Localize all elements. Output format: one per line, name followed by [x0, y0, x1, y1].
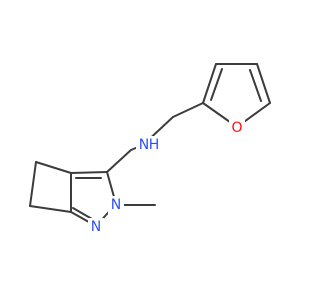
- amine-hydrogen-label-background: [148, 136, 160, 154]
- oxygen-atom-label: O: [231, 120, 242, 136]
- oxygen-label-background: [229, 119, 245, 137]
- cyclopentane-bond: [29, 205, 72, 213]
- pyrazole-n1-label-background: [88, 218, 104, 236]
- amine-hydrogen-label: H: [149, 137, 160, 153]
- atom-labels: O N H N N: [88, 119, 245, 236]
- molecule-structure: O N H N N: [29, 63, 271, 236]
- furan-double-bond: [210, 68, 223, 101]
- amine-nitrogen-label: N: [139, 137, 149, 153]
- ch2-pyrazole-bond: [106, 149, 132, 173]
- furan-double-bond: [249, 69, 262, 102]
- pyrazole-n1-c-double-bond-inner: [72, 207, 93, 220]
- furan-bond: [202, 63, 217, 104]
- pyrazole-n2-label: N: [111, 197, 121, 213]
- pyrazole-n1-label: N: [91, 219, 101, 235]
- furan-ch2-bond: [172, 102, 204, 118]
- pyrazole-double-bond-outer: [70, 171, 108, 174]
- cyclopentane-bond: [29, 161, 37, 207]
- cyclopentane-bond: [35, 161, 72, 174]
- furan-bond: [256, 63, 271, 104]
- pyrazole-n2-label-background: [108, 196, 124, 214]
